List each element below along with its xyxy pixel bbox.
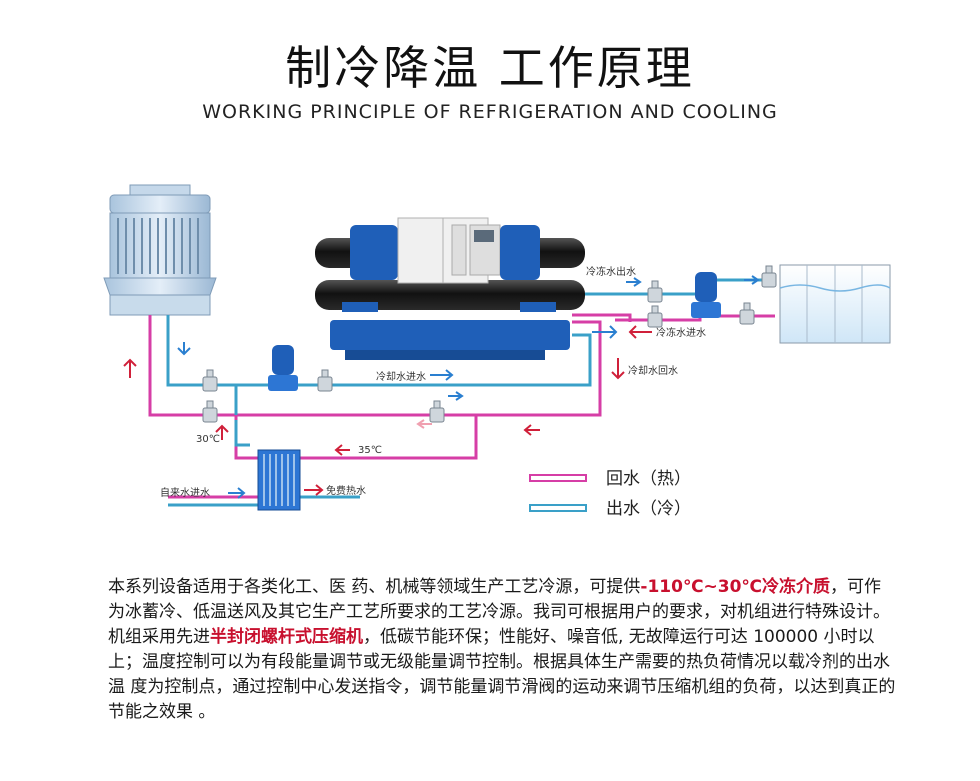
- chilled-water-tank: [779, 264, 891, 344]
- label-cooling-water-return: 冷却水回水: [628, 364, 678, 377]
- legend: 回水（热） 出水（冷）: [529, 469, 691, 519]
- page-subtitle: WORKING PRINCIPLE OF REFRIGERATION AND C…: [202, 101, 778, 123]
- screw-chiller-unit: [315, 217, 585, 360]
- label-cooling-water-in: 冷却水进水: [376, 370, 426, 383]
- legend-swatch-hot: [529, 474, 587, 482]
- legend-swatch-cold: [529, 504, 587, 512]
- legend-label-hot: 回水（热）: [606, 469, 691, 489]
- description-highlight-compressor: 半封闭螺杆式压缩机: [210, 627, 363, 647]
- label-chilled-water-out: 冷冻水出水: [586, 265, 636, 278]
- description-text-3: ，低碳节能环保；性能好、噪音低, 无故障运行可达 100000 小时以上；温度控…: [108, 627, 896, 722]
- description-paragraph: 本系列设备适用于各类化工、医 药、机械等领域生产工艺冷源，可提供-110℃~30…: [108, 575, 898, 725]
- flow-arrows: [123, 275, 760, 499]
- label-tap-water-in: 自来水进水: [160, 486, 210, 499]
- cooling-water-pump: [268, 345, 298, 391]
- legend-label-cold: 出水（冷）: [606, 499, 691, 519]
- description-text-2: ，可作为冰蓄冷、低温送风及其它生产工艺所要求的工艺冷源。我司可根据用户的要求，对…: [108, 577, 890, 647]
- cooling-tower: [103, 184, 217, 316]
- label-free-hot-water: 免费热水: [326, 484, 366, 497]
- plate-heat-exchanger: [257, 449, 301, 511]
- description-highlight-temp-range: -110℃~30℃冷冻介质: [640, 577, 831, 597]
- label-temp-35: 35℃: [358, 445, 382, 456]
- description-text-1: 本系列设备适用于各类化工、医 药、机械等领域生产工艺冷源，可提供: [108, 577, 641, 597]
- chilled-water-pump: [691, 272, 721, 318]
- label-temp-30: 30℃: [196, 434, 220, 445]
- page-title: 制冷降温 工作原理: [285, 41, 695, 95]
- label-chilled-water-in: 冷冻水进水: [656, 326, 706, 339]
- refrigeration-diagram: 冷冻水出水 冷冻水进水 冷却水进水 冷却水回水 30℃ 35℃ 自来水进水 免费…: [103, 184, 891, 519]
- valves: [202, 265, 777, 423]
